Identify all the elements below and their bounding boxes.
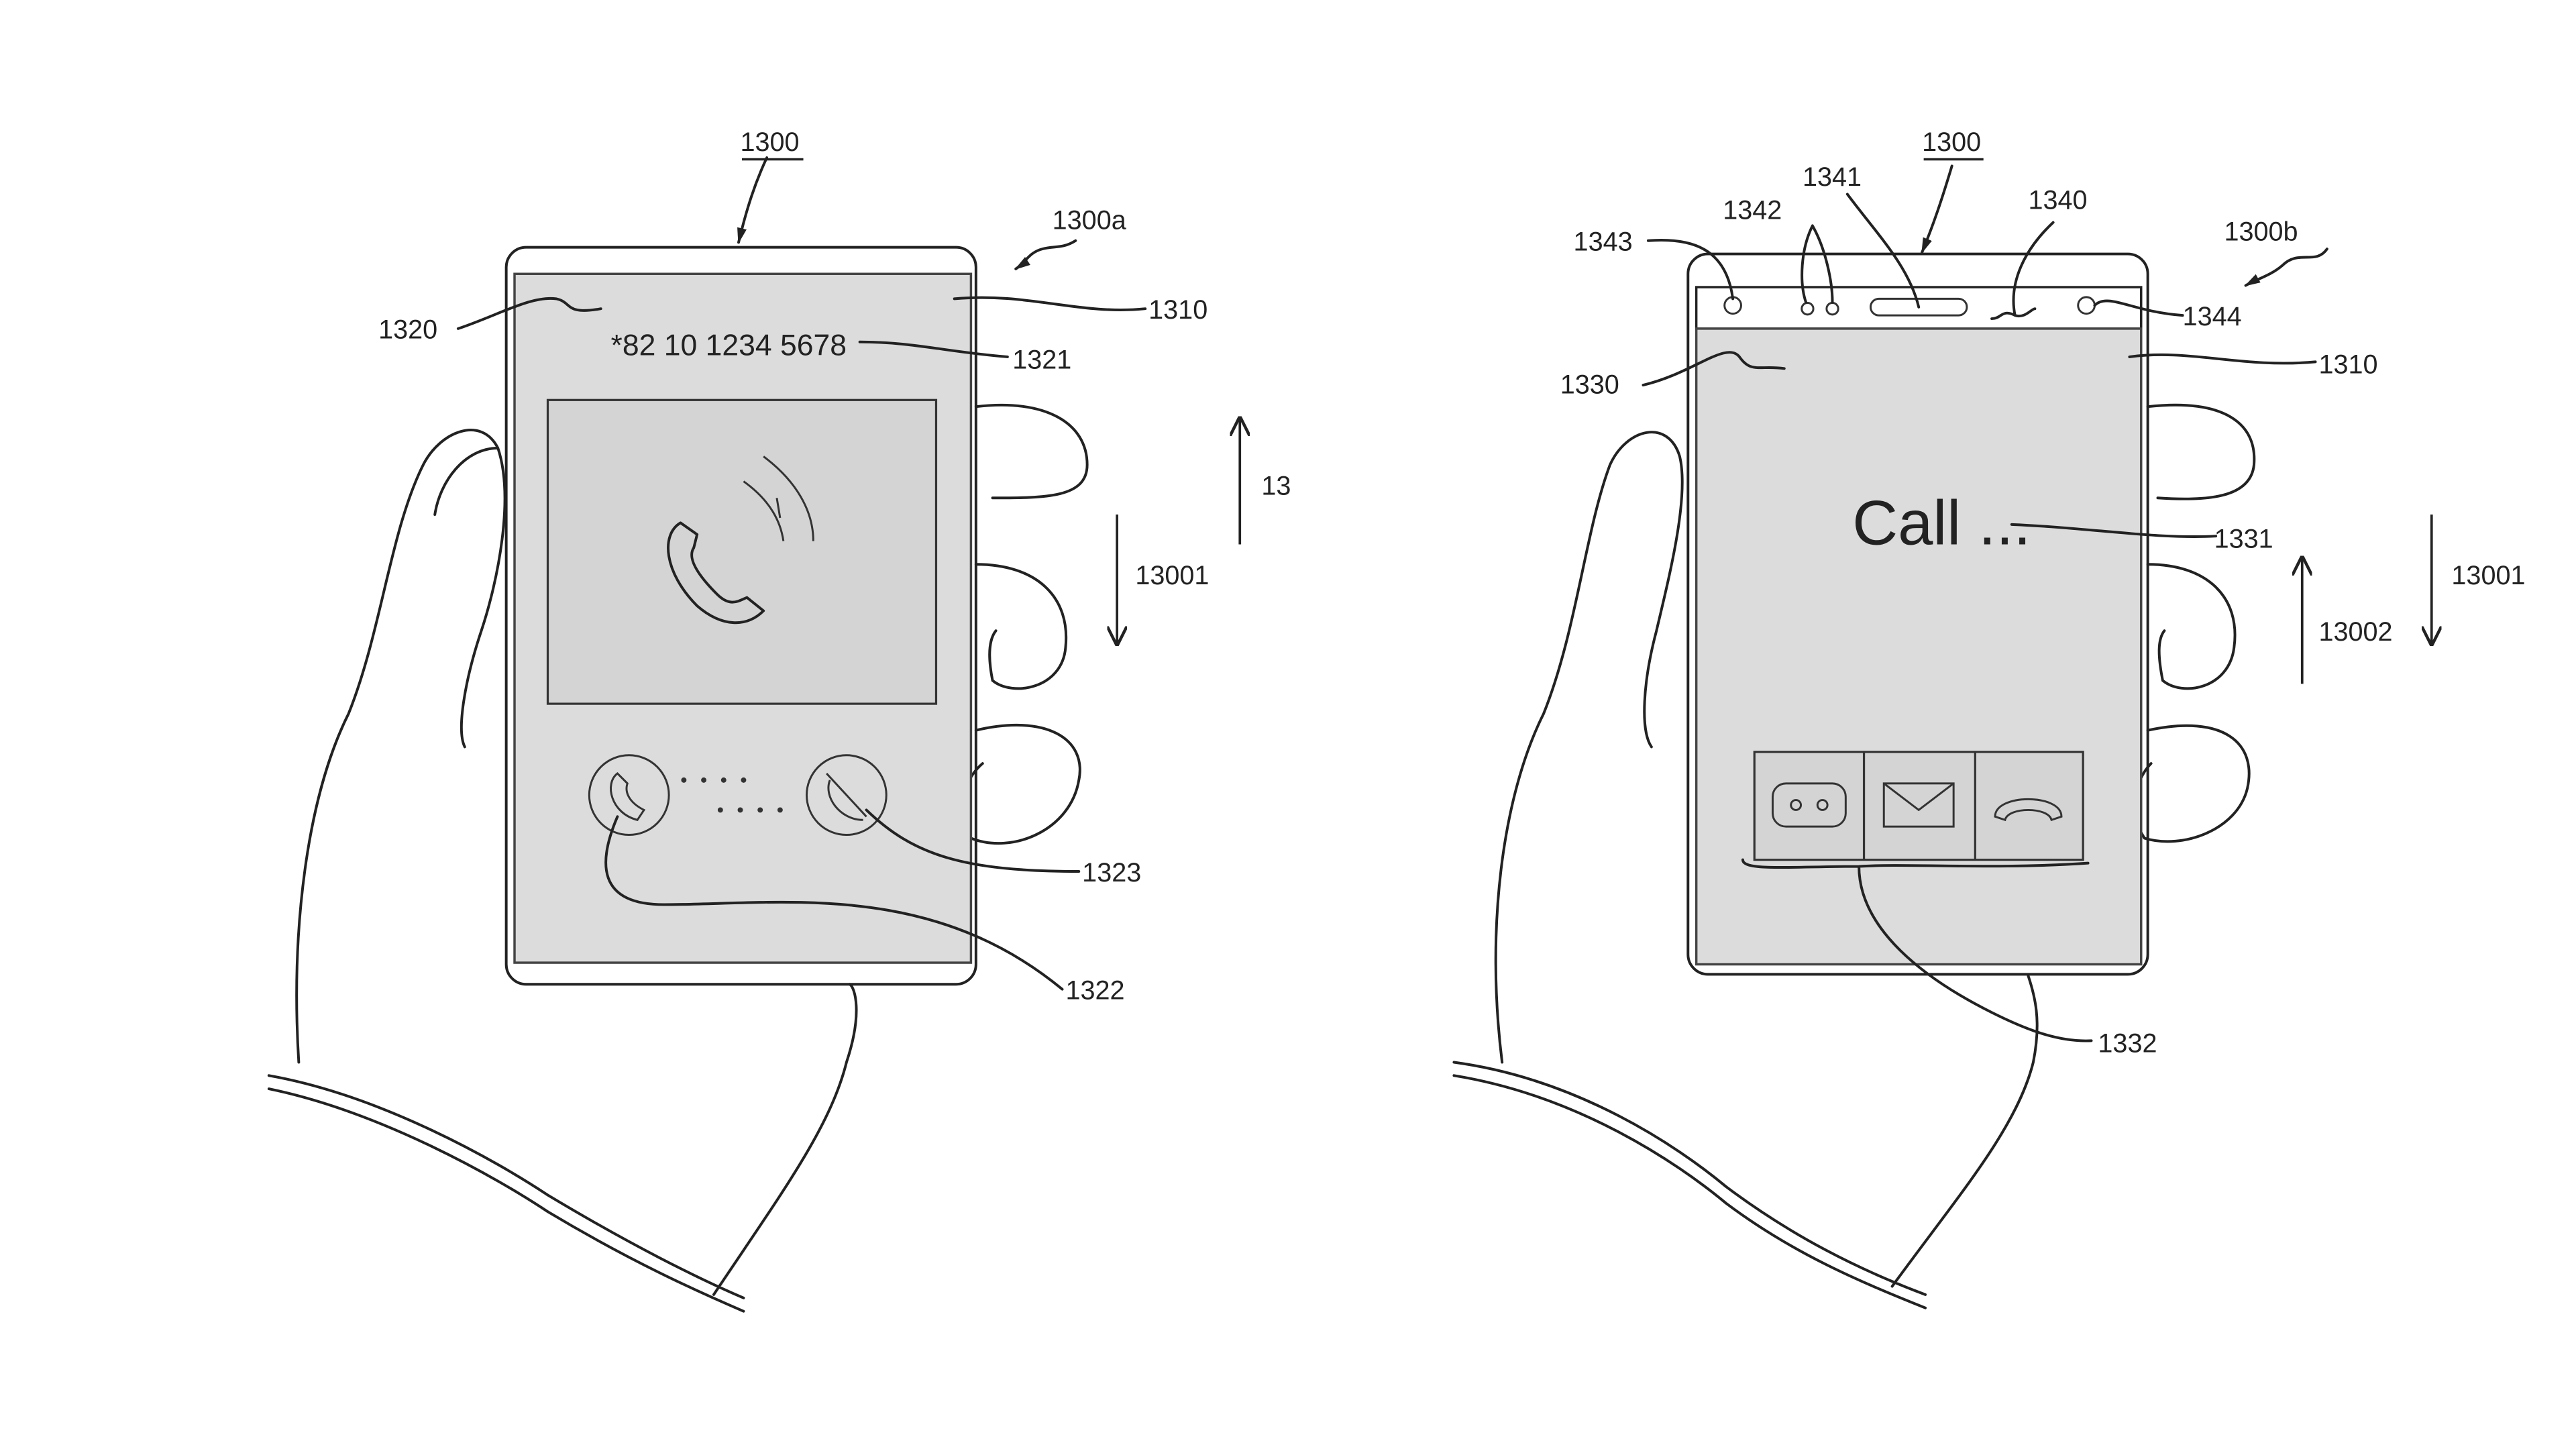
incoming-call-panel xyxy=(546,398,938,705)
end-call-icon xyxy=(1994,798,2063,822)
swipe-dots xyxy=(681,777,783,813)
label-13-cut: 13 xyxy=(1261,471,1291,500)
label-1310: 1310 xyxy=(1148,295,1208,325)
mail-icon xyxy=(1882,782,1955,828)
label-1300b: 1300b xyxy=(2224,217,2298,247)
sensor-1 xyxy=(1801,302,1815,316)
label-1320: 1320 xyxy=(378,315,437,345)
reject-phone-icon xyxy=(826,772,867,821)
left-fingers xyxy=(961,403,1089,845)
reject-call-button[interactable] xyxy=(805,754,888,837)
message-icon xyxy=(1771,782,1847,828)
label-1340: 1340 xyxy=(2029,186,2088,215)
speaker-grille xyxy=(1869,297,1968,317)
label-1300: 1300 xyxy=(741,127,800,157)
left-figure: *82 10 1234 5678 1300 1300a 1320 1310 13… xyxy=(267,127,1291,1313)
left-phone-body xyxy=(504,246,977,986)
left-hand-outline xyxy=(267,429,858,1313)
label-1300a: 1300a xyxy=(1053,205,1127,235)
label-1332: 1332 xyxy=(2098,1029,2157,1059)
label-13001: 13001 xyxy=(1135,561,1209,590)
label-1300-right: 1300 xyxy=(1922,127,1981,157)
call-action-buttons xyxy=(1753,751,2084,861)
label-13001-right: 13001 xyxy=(2451,561,2525,590)
accept-call-button[interactable] xyxy=(588,754,670,837)
label-1342: 1342 xyxy=(1723,196,1782,225)
right-fingers xyxy=(2133,403,2256,843)
label-13002: 13002 xyxy=(2318,617,2392,647)
phone-number-text: *82 10 1234 5678 xyxy=(611,329,847,362)
accept-phone-icon xyxy=(610,772,646,821)
right-phone-body xyxy=(1686,252,2149,976)
message-button[interactable] xyxy=(1771,782,1847,828)
label-1330: 1330 xyxy=(1560,370,1619,399)
label-1344: 1344 xyxy=(2183,302,2242,331)
label-1322: 1322 xyxy=(1065,975,1124,1005)
label-1310-right: 1310 xyxy=(2318,350,2377,380)
label-1321: 1321 xyxy=(1012,345,1071,374)
label-1343: 1343 xyxy=(1574,227,1633,257)
label-1331: 1331 xyxy=(2214,524,2273,553)
label-1323: 1323 xyxy=(1082,858,1141,888)
call-status-text: Call ... xyxy=(1852,488,2031,558)
end-call-button[interactable] xyxy=(1994,798,2063,822)
right-figure: Call ... xyxy=(1452,127,2525,1309)
right-hand-outline xyxy=(1452,431,2039,1309)
right-display xyxy=(1695,327,2143,966)
phone-ringing-icon xyxy=(667,455,814,625)
mail-button[interactable] xyxy=(1882,782,1955,828)
label-1341: 1341 xyxy=(1803,162,1862,192)
